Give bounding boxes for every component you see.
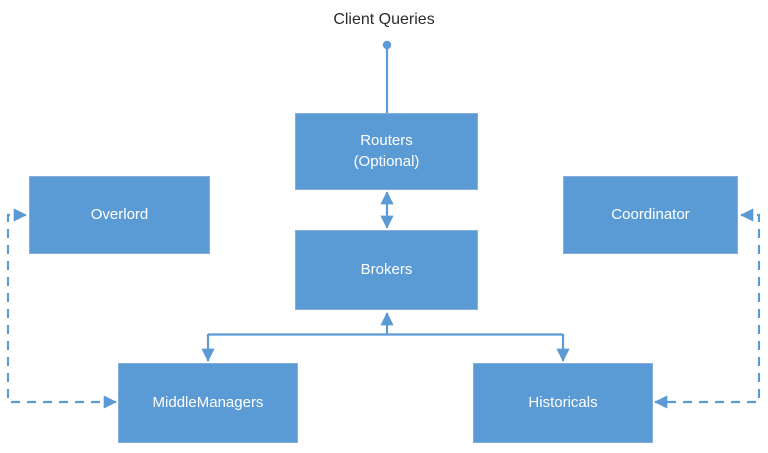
- node-historicals[interactable]: Historicals: [473, 363, 653, 443]
- node-middlemanagers-label: MiddleManagers: [152, 393, 264, 411]
- node-overlord[interactable]: Overlord: [29, 176, 210, 254]
- node-routers-label: Routers (Optional): [353, 132, 420, 170]
- connector-client-to-routers: [382, 40, 392, 113]
- node-brokers[interactable]: Brokers: [295, 230, 478, 310]
- node-overlord-label: Overlord: [90, 205, 149, 223]
- connector-coordinator-to-historicals: [654, 208, 761, 409]
- node-coordinator-label: Coordinator: [611, 205, 690, 223]
- node-routers[interactable]: Routers (Optional): [295, 113, 478, 190]
- node-brokers-label: Brokers: [360, 260, 413, 278]
- node-middlemanagers[interactable]: MiddleManagers: [118, 363, 298, 443]
- node-coordinator[interactable]: Coordinator: [563, 176, 738, 254]
- node-historicals-label: Historicals: [528, 393, 598, 411]
- client-queries-caption: Client Queries: [333, 11, 435, 28]
- connector-overlord-to-middlemanagers: [6, 208, 117, 409]
